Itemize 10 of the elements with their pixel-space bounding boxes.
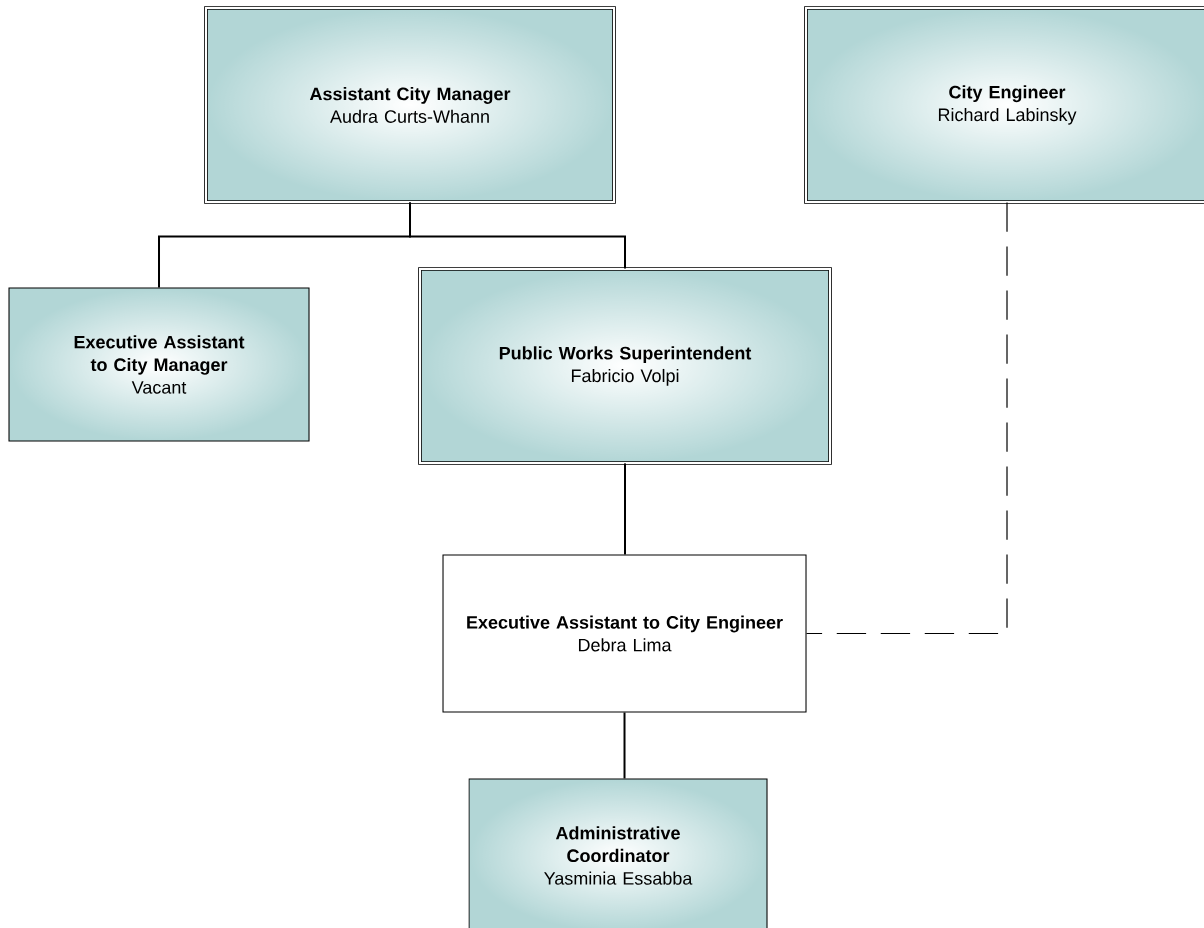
- org-box: Executive Assistant to City Manager Vacant: [8, 287, 310, 442]
- connector-line: [409, 201, 626, 270]
- org-box: Public Works Superintendent Fabricio Volpi: [418, 267, 832, 465]
- org-box: Administrative Coordinator Yasminia Essabba: [468, 778, 768, 928]
- connector-line: [623, 711, 626, 780]
- org-box: Executive Assistant to City Engineer Debra Lima: [442, 554, 807, 713]
- org-box: Assistant City Manager Audra Curts-Whann: [204, 6, 616, 204]
- org-box: City Engineer Richard Labinsky: [804, 6, 1204, 204]
- connector-line: [624, 462, 626, 556]
- connector-line: [805, 201, 1008, 635]
